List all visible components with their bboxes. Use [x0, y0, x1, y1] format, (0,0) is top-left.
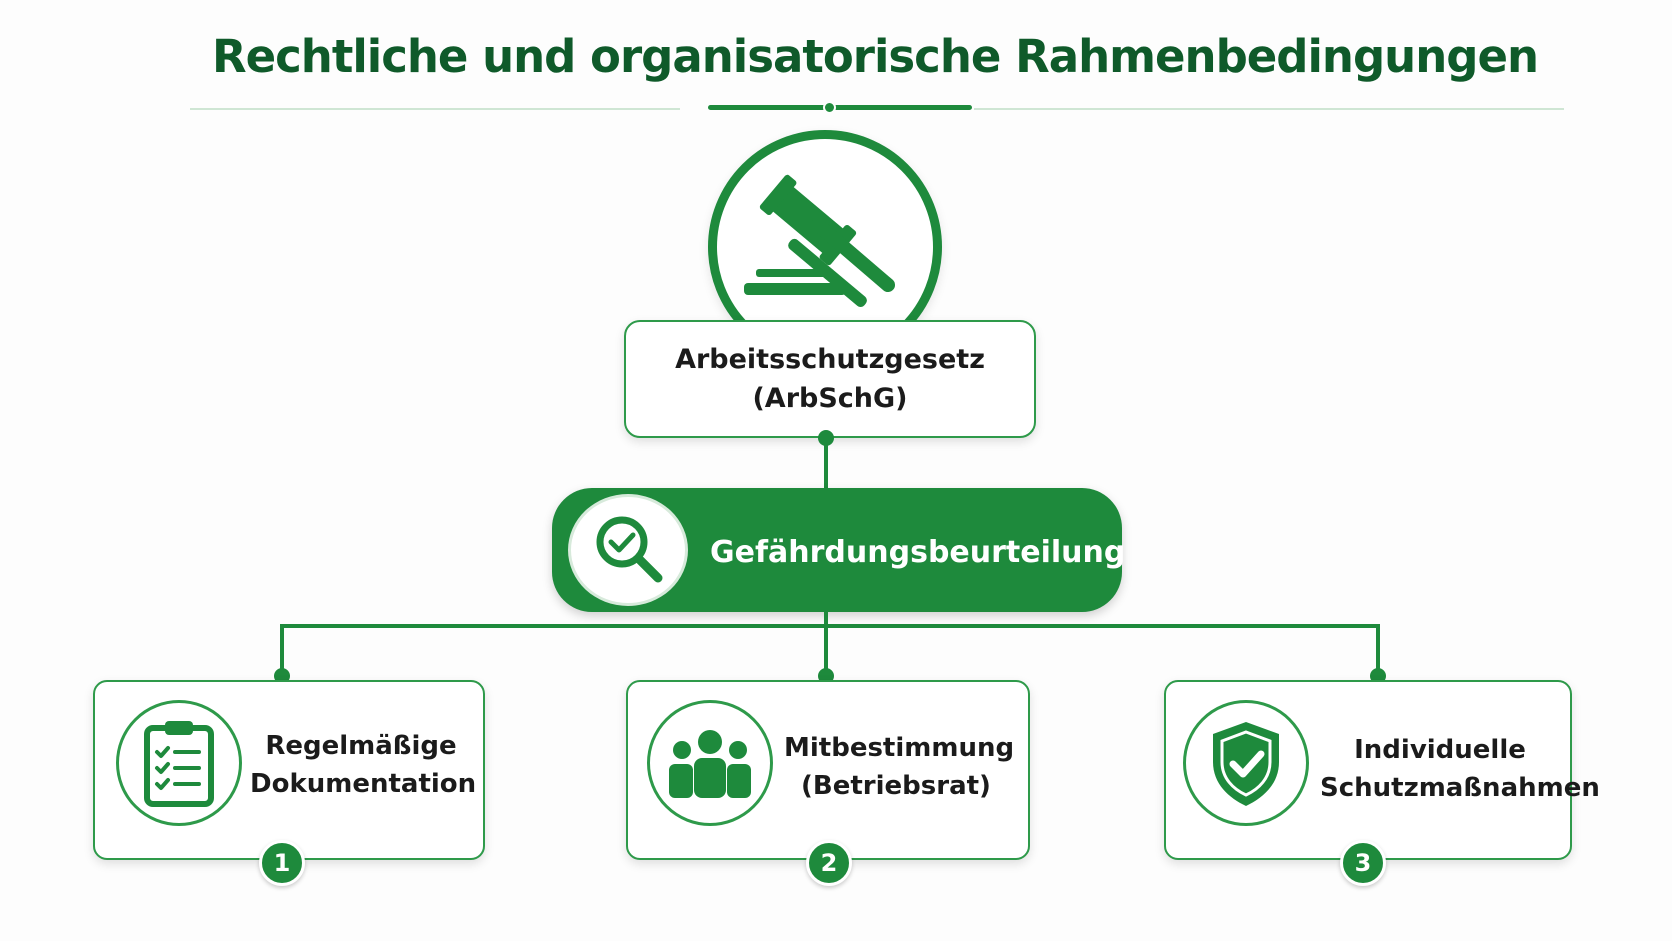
law-title: Arbeitsschutzgesetz — [675, 344, 985, 375]
connector-dot — [818, 430, 834, 446]
card-label: Individuelle Schutzmaßnahmen — [1320, 735, 1600, 803]
step-badge: 1 — [259, 840, 305, 886]
law-abbreviation: (ArbSchG) — [752, 383, 908, 414]
pill-label: Gefährdungsbeurteilung — [710, 535, 1126, 570]
search-check-icon — [596, 516, 663, 583]
step-badge: 2 — [806, 840, 852, 886]
arbeitsschutzgesetz-box: Arbeitsschutzgesetz (ArbSchG) — [624, 320, 1036, 438]
title-divider-accent — [708, 105, 972, 110]
card-label: Regelmäßige Dokumentation — [250, 731, 477, 799]
shield-check-icon — [1213, 722, 1279, 806]
title-divider-left — [190, 108, 680, 110]
clipboard-checklist-icon — [144, 721, 214, 807]
connector-branch-line — [280, 624, 1380, 628]
page-title: Rechtliche und organisatorische Rahmenbe… — [211, 30, 1539, 83]
search-icon-circle — [568, 494, 688, 606]
gavel-icon — [744, 174, 895, 307]
step-badge: 3 — [1340, 840, 1386, 886]
connector-line — [280, 624, 284, 680]
connector-line — [824, 612, 828, 680]
connector-line — [824, 440, 828, 490]
connector-line — [1376, 624, 1380, 680]
people-group-icon — [669, 730, 751, 798]
card-label: Mitbestimmung (Betriebsrat) — [784, 733, 1015, 801]
title-divider-right — [974, 108, 1564, 110]
title-divider-dot — [823, 101, 836, 114]
